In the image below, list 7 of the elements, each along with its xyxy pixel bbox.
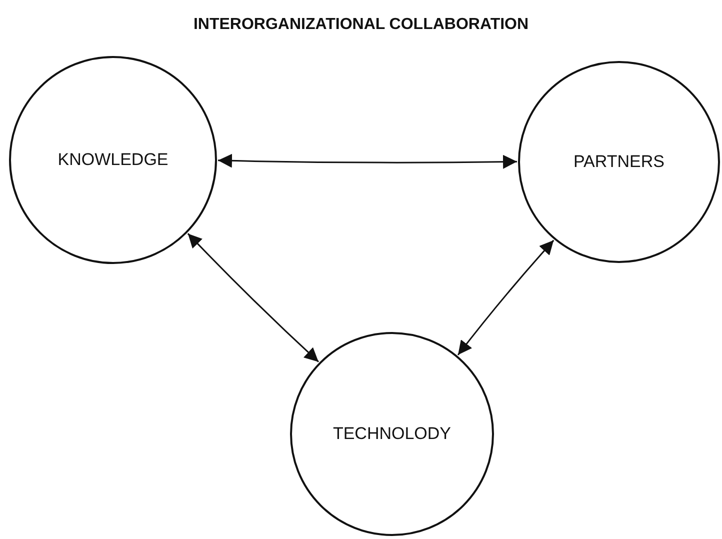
node-label: KNOWLEDGE — [58, 150, 168, 170]
double-arrow — [218, 154, 518, 169]
double-arrow — [457, 240, 554, 356]
node-label: PARTNERS — [573, 152, 664, 172]
diagram-title: INTERORGANIZATIONAL COLLABORATION — [192, 16, 530, 34]
double-arrow — [187, 233, 320, 362]
node-label: TECHNOLODY — [332, 424, 452, 444]
